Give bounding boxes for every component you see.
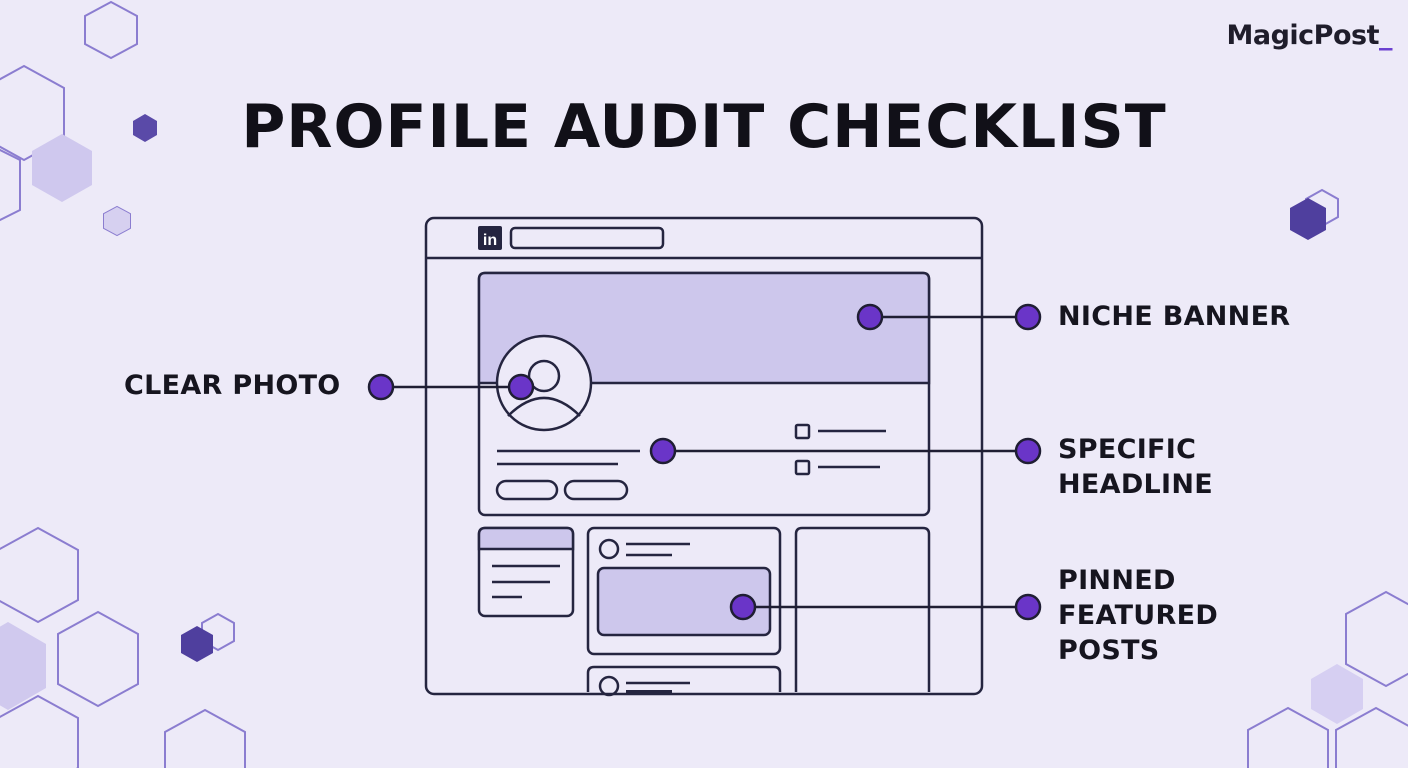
sidebar-card	[794, 526, 931, 692]
brand-cursor: _	[1379, 20, 1393, 51]
hexagon-outline	[0, 148, 21, 222]
callout-line: SPECIFIC	[1058, 434, 1197, 465]
connector-lines	[381, 315, 1028, 609]
post-author-avatar	[598, 538, 620, 560]
marker-dot-headline-outer	[1014, 437, 1042, 465]
avatar-shoulders	[507, 396, 581, 417]
marker-dots	[367, 303, 1042, 621]
marker-dot-clear-photo-outer	[367, 373, 395, 401]
callout-line: PINNED	[1058, 565, 1176, 596]
hexagon-outline	[1345, 590, 1408, 688]
callout-pinned-featured-posts: PINNED FEATURED POSTS	[1058, 563, 1218, 668]
marker-dot-clear-photo-inner	[507, 373, 535, 401]
marker-dot-niche-banner-inner	[856, 303, 884, 331]
hexagon-filled	[104, 207, 130, 235]
callout-clear-photo: CLEAR PHOTO	[124, 368, 341, 403]
profile-banner	[477, 271, 931, 385]
featured-post-media	[596, 566, 772, 637]
profile-mockup	[424, 216, 984, 697]
callout-niche-banner: NICHE BANNER	[1058, 299, 1290, 334]
brand-logo: MagicPost_	[1227, 20, 1393, 51]
post-author-avatar	[598, 675, 620, 697]
hexagon-outline	[84, 0, 138, 60]
hexagon-outline	[201, 612, 235, 652]
page-title: PROFILE AUDIT CHECKLIST	[241, 92, 1167, 162]
hexagon-filled	[181, 626, 213, 662]
hexagon-filled	[0, 622, 46, 710]
decorative-hexagons-filled	[0, 114, 1363, 724]
hexagon-outline	[57, 610, 139, 708]
hexagon-outline	[1247, 706, 1329, 768]
hexagon-outline	[0, 64, 65, 162]
brand-name: MagicPost	[1226, 20, 1380, 51]
avatar-head	[527, 359, 561, 393]
info-checkbox	[794, 459, 811, 476]
hexagon-filled	[1290, 198, 1326, 240]
marker-dot-featured-inner	[729, 593, 757, 621]
marker-dot-headline-inner	[649, 437, 677, 465]
featured-post-card	[586, 526, 782, 656]
hexagon-outline	[164, 708, 246, 768]
hexagon-filled	[32, 134, 92, 202]
marker-dot-featured-outer	[1014, 593, 1042, 621]
hexagon-outline	[0, 526, 79, 624]
linkedin-logo-box	[478, 226, 502, 250]
callout-line: POSTS	[1058, 635, 1160, 666]
second-post-card	[586, 665, 782, 692]
hexagon-outline	[1335, 706, 1408, 768]
about-card-header	[477, 526, 575, 551]
linkedin-logo-text: in	[483, 232, 497, 249]
callout-line: NICHE BANNER	[1058, 301, 1291, 332]
profile-button-placeholder	[563, 479, 629, 501]
hexagon-outline	[0, 694, 79, 768]
profile-button-placeholder	[495, 479, 559, 501]
hexagon-filled	[1311, 664, 1363, 724]
callout-specific-headline: SPECIFIC HEADLINE	[1058, 432, 1213, 502]
callout-line: FEATURED	[1058, 600, 1219, 631]
hexagon-filled	[133, 114, 157, 142]
browser-window-frame	[424, 216, 984, 696]
url-bar	[509, 226, 665, 250]
callout-line: CLEAR PHOTO	[124, 370, 341, 401]
callout-line: HEADLINE	[1058, 469, 1214, 500]
marker-dot-niche-banner-outer	[1014, 303, 1042, 331]
info-checkbox	[794, 423, 811, 440]
